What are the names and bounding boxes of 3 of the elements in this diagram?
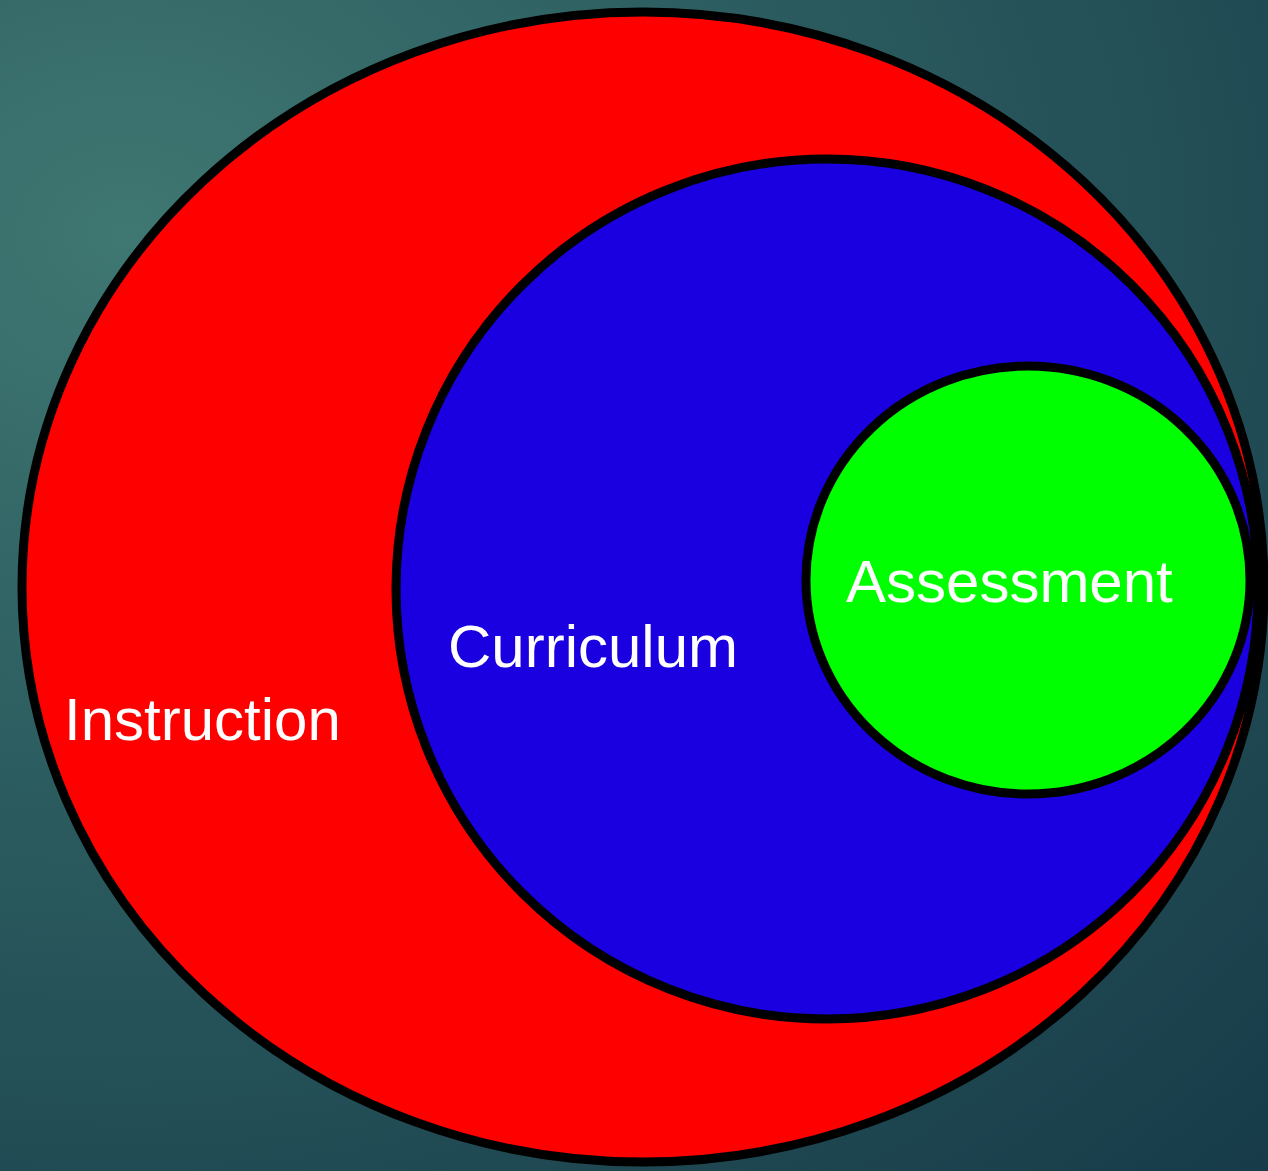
circle-label: Instruction [64,690,341,750]
circle-label: Curriculum [448,617,739,677]
circle-label: Assessment [846,552,1173,612]
